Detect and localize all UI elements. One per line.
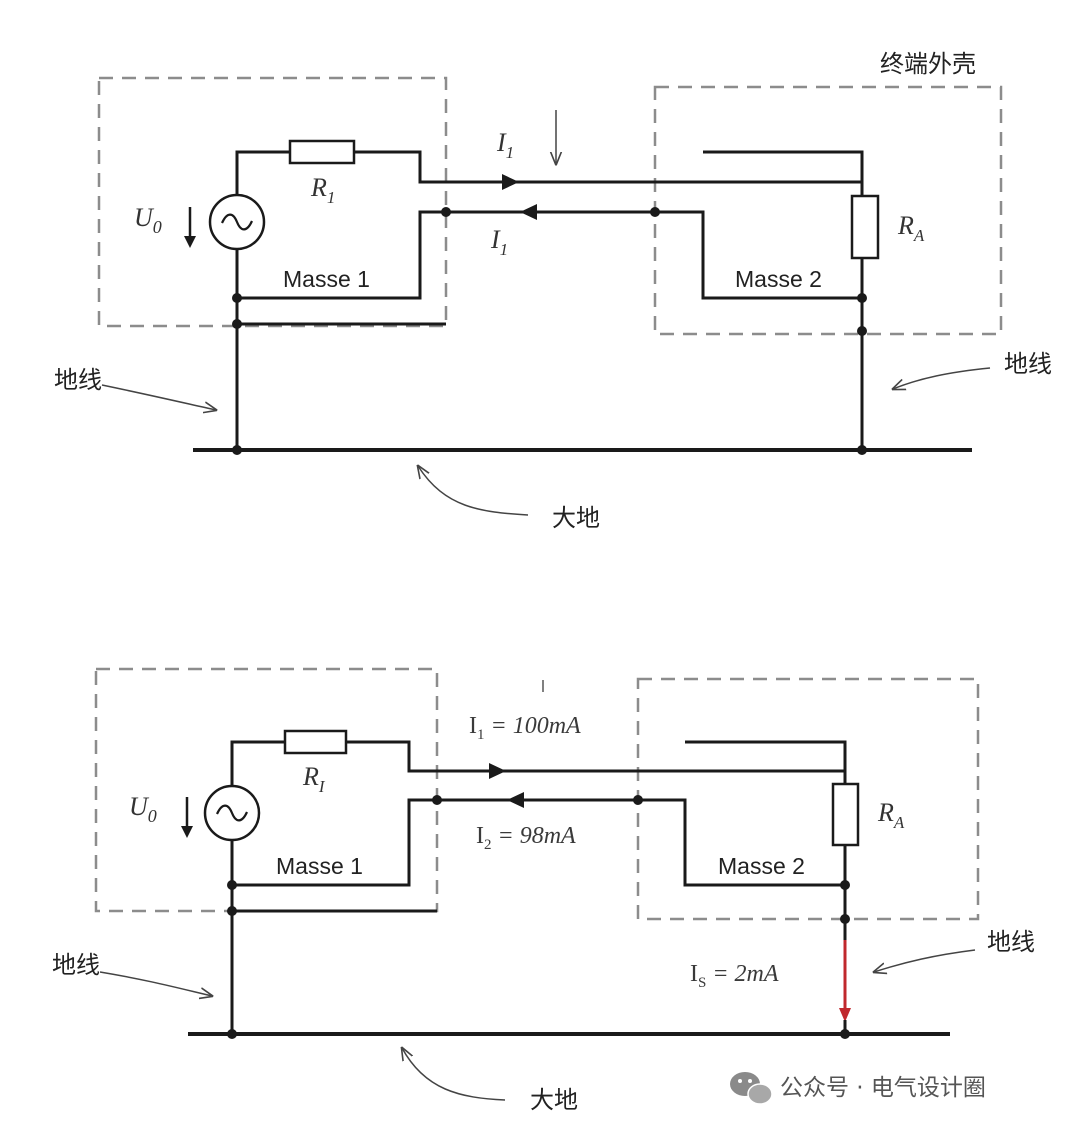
current-arrow-left-top (520, 204, 537, 220)
current-arrow-right-top (502, 174, 519, 190)
enclosure-1 (97, 76, 448, 328)
ground-wire-label-left-bottom: 地线 (52, 951, 100, 979)
top-diagram: 终端外壳 U0 R1 RA I1 I1 Masse 1 Masse 2 地线 地… (54, 50, 1052, 532)
r1-label: R1 (310, 173, 335, 207)
ground-wire-label-right: 地线 (1004, 350, 1052, 378)
current-label-i1-top: I1 (496, 128, 514, 162)
resistor-ra (850, 194, 880, 260)
ra-label: RA (897, 211, 925, 245)
bottom-wires (230, 740, 847, 1034)
source-label: U0 (134, 203, 162, 237)
ground-wire-label-left: 地线 (54, 366, 102, 394)
resistor-ra-bottom (831, 782, 860, 847)
earth-label-bottom: 大地 (530, 1086, 578, 1114)
mass-2-label-bottom: Masse 2 (718, 853, 805, 879)
resistor-r1 (288, 139, 356, 165)
bottom-diagram: U0 RI RA I1 = 100mA I2 = 98mA IS = 2mA M… (52, 667, 1035, 1114)
mass-2-label: Masse 2 (735, 266, 822, 292)
enclosure-label: 终端外壳 (880, 50, 976, 78)
ground-wire-label-right-bottom: 地线 (987, 928, 1035, 956)
wechat-icon (730, 1072, 773, 1105)
current-arrow-left-bottom (507, 792, 524, 808)
current-label-i1-bottom: I1 (490, 225, 508, 259)
current-i2-label: I2 = 98mA (476, 823, 576, 853)
mass-1-label: Masse 1 (283, 266, 370, 292)
mass-1-label-bottom: Masse 1 (276, 853, 363, 879)
r1-label-bottom: RI (302, 762, 326, 796)
source-label-bottom: U0 (129, 792, 157, 826)
earth-label: 大地 (552, 504, 600, 532)
current-i1-label: I1 = 100mA (469, 713, 581, 743)
leak-current-label: IS = 2mA (690, 961, 779, 991)
top-wires (235, 150, 864, 450)
watermark: 公众号 · 电气设计圈 (730, 1072, 986, 1105)
ra-label-bottom: RA (877, 798, 905, 832)
sine-icon (215, 804, 249, 822)
enclosure-2-bottom (636, 677, 980, 921)
current-arrow-right-bottom (489, 763, 506, 779)
watermark-text: 公众号 · 电气设计圈 (780, 1075, 986, 1101)
sine-icon (220, 213, 254, 231)
leak-arrow (839, 1008, 851, 1022)
enclosure-1-bottom (94, 667, 439, 913)
resistor-r1-bottom (283, 729, 348, 755)
